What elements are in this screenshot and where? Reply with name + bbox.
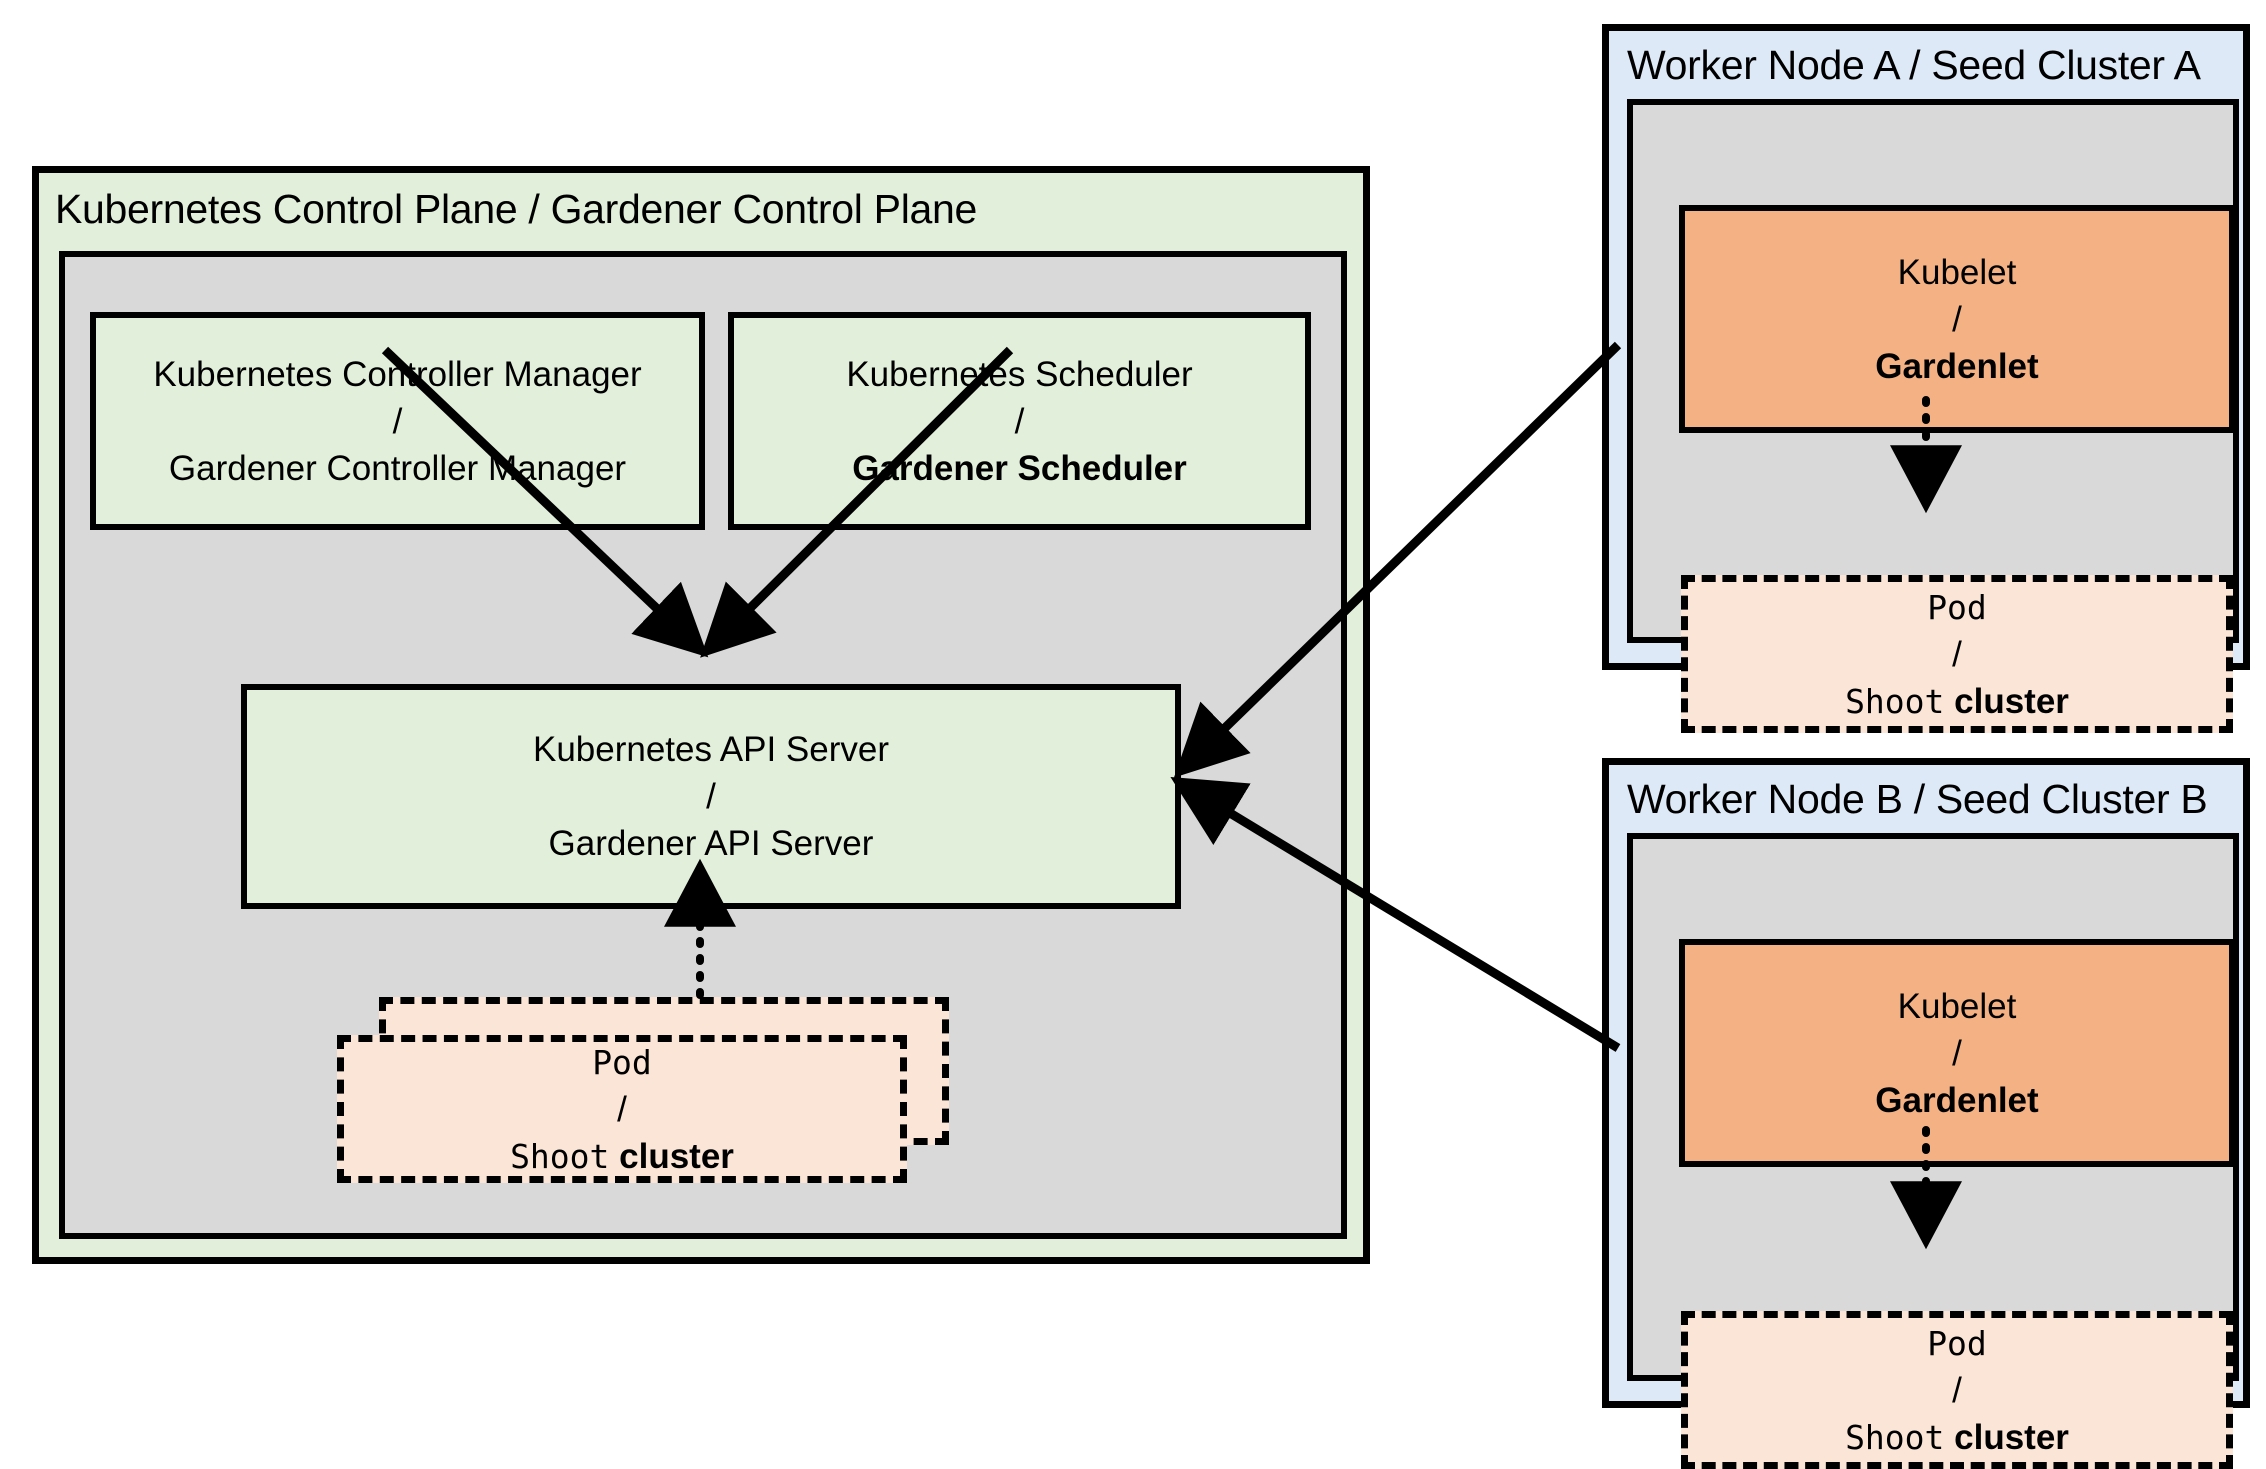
worker-node-b-pod-shoot: Shoot — [1845, 1417, 1945, 1457]
gardenlet-a-separator: / — [1952, 299, 1962, 339]
worker-node-a-inner-area: Kubelet / Gardenlet Pod / Shoot cluster — [1627, 99, 2239, 733]
worker-node-a-pod-line1: Pod — [1927, 587, 1987, 627]
api-server-line2: Gardener API Server — [548, 824, 874, 863]
worker-node-b-pod[interactable]: Pod / Shoot cluster — [1681, 1311, 2233, 1469]
control-plane-container: Kubernetes Control Plane / Gardener Cont… — [32, 166, 1370, 1264]
worker-node-b-inner-area: Kubelet / Gardenlet Pod / Shoot cluster — [1627, 833, 2239, 1469]
controller-manager-separator: / — [392, 401, 403, 441]
control-plane-pod-cluster: cluster — [619, 1136, 734, 1176]
scheduler-box[interactable]: Kubernetes Scheduler / Gardener Schedule… — [728, 312, 1311, 530]
worker-node-a-pod-cluster: cluster — [1954, 681, 2069, 721]
gardenlet-a-box[interactable]: Kubelet / Gardenlet — [1679, 205, 2235, 433]
api-server-line1: Kubernetes API Server — [532, 730, 890, 769]
control-plane-pod[interactable]: Pod / Shoot cluster — [337, 1035, 907, 1183]
api-server-separator: / — [706, 777, 716, 816]
control-plane-pod-shoot: Shoot — [510, 1136, 610, 1176]
controller-manager-box[interactable]: Kubernetes Controller Manager / Gardener… — [90, 312, 705, 530]
scheduler-separator: / — [1014, 401, 1025, 441]
worker-node-b-title: Worker Node B / Seed Cluster B — [1627, 776, 2208, 822]
gardenlet-b-separator: / — [1952, 1033, 1962, 1073]
control-plane-pod-separator: / — [617, 1089, 627, 1129]
gardenlet-a-line1: Kubelet — [1897, 252, 2017, 292]
worker-node-b-pod-separator: / — [1952, 1370, 1962, 1410]
gardenlet-b-box[interactable]: Kubelet / Gardenlet — [1679, 939, 2235, 1167]
scheduler-line2: Gardener Scheduler — [852, 448, 1187, 488]
control-plane-inner-area: Kubernetes Controller Manager / Gardener… — [59, 251, 1347, 1239]
worker-node-b-pod-line2: Shoot cluster — [1845, 1414, 2069, 1461]
control-plane-title: Kubernetes Control Plane / Gardener Cont… — [55, 186, 978, 232]
worker-node-b-pod-cluster: cluster — [1954, 1417, 2069, 1457]
diagram-canvas: Kubernetes Control Plane / Gardener Cont… — [32, 24, 2250, 1469]
worker-node-a-pod[interactable]: Pod / Shoot cluster — [1681, 575, 2233, 733]
control-plane-pod-line1: Pod — [592, 1042, 652, 1082]
scheduler-line1: Kubernetes Scheduler — [846, 354, 1193, 394]
worker-node-a-pod-separator: / — [1952, 634, 1962, 674]
worker-node-a-pod-shoot: Shoot — [1845, 681, 1945, 721]
gardenlet-a-line2: Gardenlet — [1875, 346, 2039, 386]
gardenlet-b-line2: Gardenlet — [1875, 1080, 2039, 1120]
worker-node-a-title: Worker Node A / Seed Cluster A — [1627, 42, 2201, 88]
api-server-box[interactable]: Kubernetes API Server / Gardener API Ser… — [241, 684, 1181, 909]
control-plane-pod-line2: Shoot cluster — [510, 1133, 734, 1180]
controller-manager-line2: Gardener Controller Manager — [168, 448, 627, 488]
worker-node-b-container: Worker Node B / Seed Cluster B Kubelet /… — [1602, 758, 2250, 1469]
controller-manager-line1: Kubernetes Controller Manager — [153, 354, 642, 394]
worker-node-b-pod-line1: Pod — [1927, 1323, 1987, 1363]
gardenlet-b-line1: Kubelet — [1897, 986, 2017, 1026]
worker-node-a-container: Worker Node A / Seed Cluster A Kubelet /… — [1602, 24, 2250, 733]
worker-node-a-pod-line2: Shoot cluster — [1845, 678, 2069, 725]
